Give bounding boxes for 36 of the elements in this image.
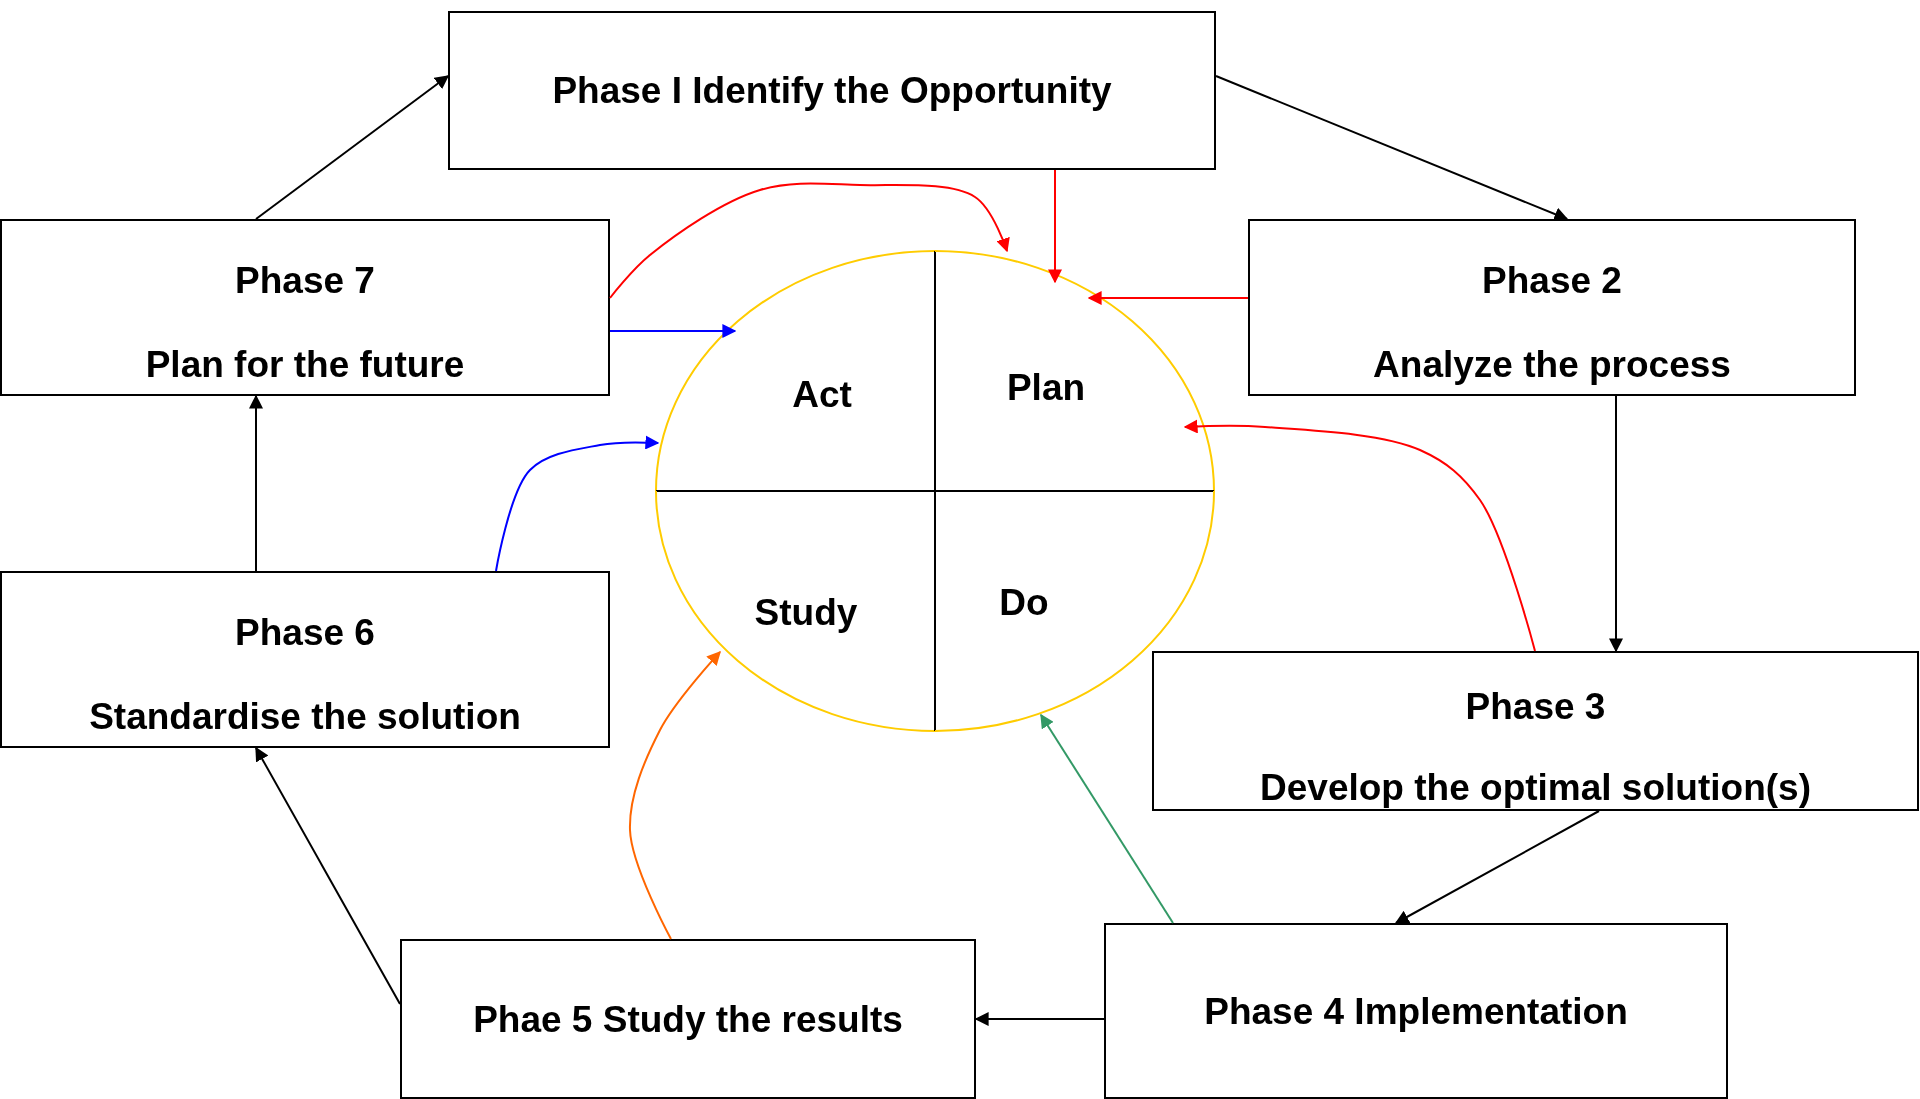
- arrow: [249, 394, 263, 572]
- quadrant-label: Do: [999, 580, 1049, 624]
- process-box: [1104, 923, 1728, 1099]
- box-text: Phase 3: [1465, 685, 1606, 728]
- box-text: Phase 7: [235, 259, 375, 302]
- quadrant-label: Plan: [1006, 365, 1086, 409]
- box-text: Phase 2: [1482, 259, 1622, 302]
- process-box: [0, 219, 610, 396]
- box-text: Phase I Identify the Opportunity: [552, 69, 1112, 112]
- arrow: [609, 324, 737, 338]
- process-box: [0, 571, 610, 748]
- arrow: [1215, 75, 1569, 221]
- process-box: [448, 11, 1216, 170]
- arrow: [1087, 291, 1249, 305]
- quadrant-label: Act: [792, 372, 852, 416]
- box-text: Phase 6: [235, 611, 375, 654]
- arrow: [629, 650, 721, 940]
- quadrant-label: Study: [754, 590, 858, 634]
- box-text: Analyze the process: [1373, 343, 1731, 386]
- box-text: Phase 4 Implementation: [1204, 989, 1628, 1033]
- arrow: [1048, 169, 1062, 284]
- arrow: [1183, 419, 1536, 652]
- arrow: [255, 746, 401, 1005]
- box-text: Standardise the solution: [89, 695, 521, 738]
- box-text: Plan for the future: [145, 343, 465, 386]
- process-box: [1152, 651, 1919, 811]
- arrow: [495, 435, 660, 572]
- arrow: [609, 182, 1010, 299]
- arrow: [1394, 810, 1600, 924]
- process-box: [1248, 219, 1856, 396]
- process-box: [400, 939, 976, 1099]
- arrow: [1040, 713, 1174, 924]
- arrow: [1609, 395, 1623, 653]
- arrow: [255, 75, 450, 220]
- box-text: Phae 5 Study the results: [473, 997, 903, 1041]
- box-text: Develop the optimal solution(s): [1260, 766, 1811, 809]
